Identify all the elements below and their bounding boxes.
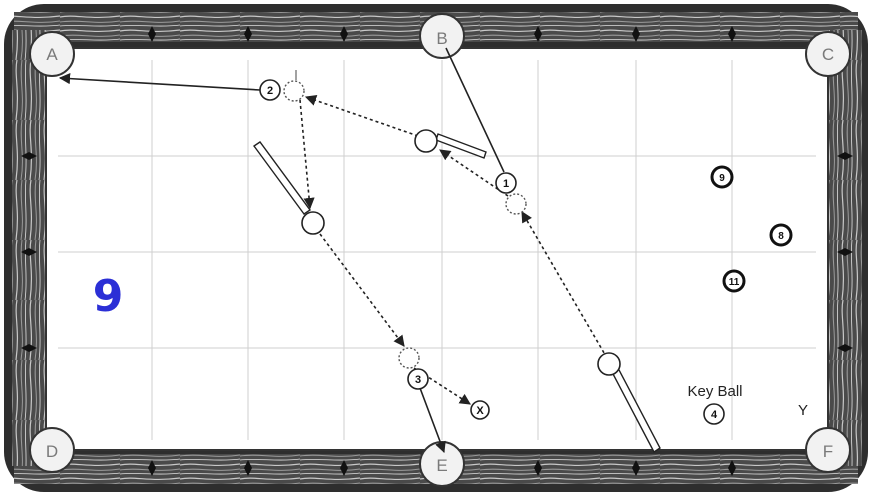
- ball-3: 3: [408, 369, 428, 389]
- ball-1: 1: [496, 173, 516, 193]
- ball-4: 4: [704, 404, 724, 424]
- ball-3-label: 3: [415, 374, 421, 386]
- pocket-b: B: [420, 14, 464, 58]
- ghost-ball-2: [284, 81, 304, 101]
- ball-11-label: 11: [729, 277, 740, 288]
- y-marker-label: Y: [798, 402, 808, 419]
- pocket-label-c: C: [822, 45, 834, 64]
- key-ball-label: Key Ball: [687, 383, 742, 400]
- ball-4-label: 4: [711, 409, 718, 421]
- ball-9-label: 9: [719, 173, 725, 184]
- ball-11: 11: [724, 271, 744, 291]
- ball-2: 2: [260, 80, 280, 100]
- ball-8: 8: [771, 225, 791, 245]
- target-x-marker: X: [471, 401, 489, 419]
- cue-ball-start: [598, 353, 620, 375]
- ball-8-label: 8: [778, 231, 784, 242]
- cue-ball-position-2: [415, 130, 437, 152]
- target-x-label: X: [476, 405, 484, 417]
- ghost-ball-3: [399, 348, 419, 368]
- ball-1-label: 1: [503, 178, 509, 190]
- game-label: 9: [93, 271, 124, 322]
- pocket-label-e: E: [436, 456, 447, 475]
- pocket-a: A: [30, 32, 74, 76]
- pocket-d: D: [30, 428, 74, 472]
- pocket-label-d: D: [46, 442, 58, 461]
- pocket-label-f: F: [823, 442, 833, 461]
- pocket-f: F: [806, 428, 850, 472]
- ghost-ball-1: [506, 194, 526, 214]
- ball-2-label: 2: [267, 85, 273, 97]
- pocket-c: C: [806, 32, 850, 76]
- cue-ball-position-3: [302, 212, 324, 234]
- pocket-label-a: A: [46, 45, 58, 64]
- ball-9: 9: [712, 167, 732, 187]
- pocket-label-b: B: [436, 29, 447, 48]
